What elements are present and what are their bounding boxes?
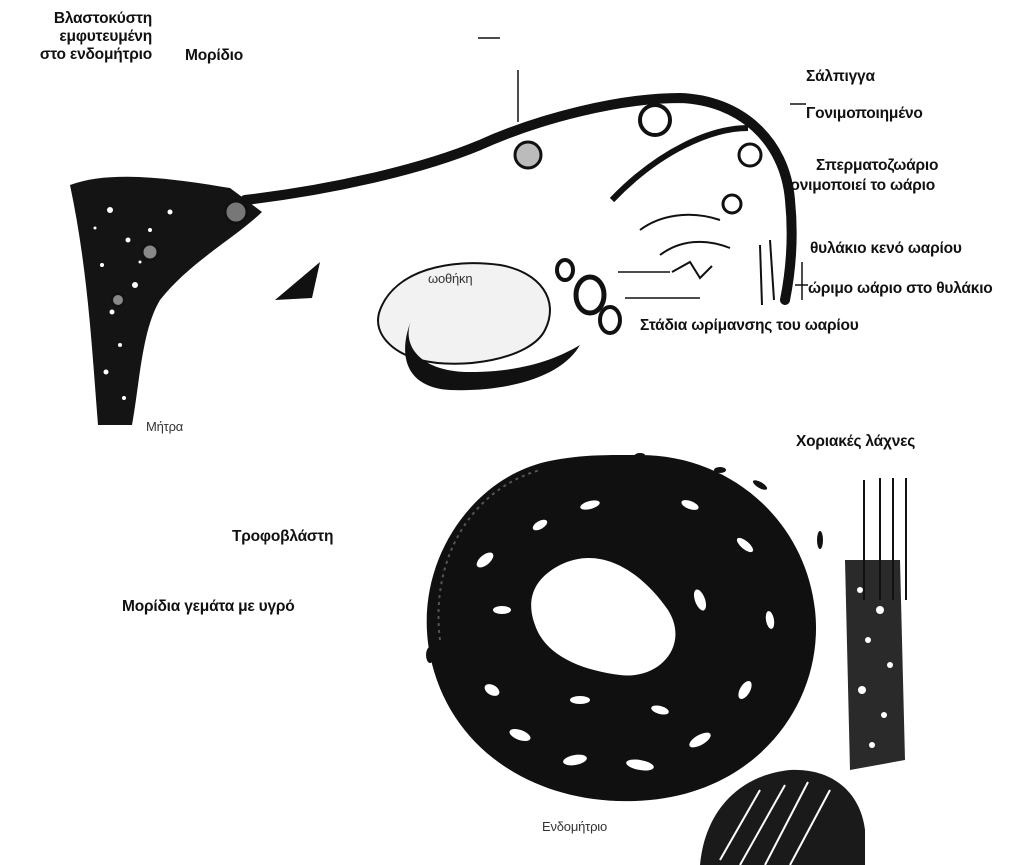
fertilized-egg [640,105,670,135]
sperm-label-line2: γονιμοποιεί το ωάριο [782,177,935,194]
egg-cell [739,144,761,166]
morula-label: Μορίδιο [185,47,243,64]
blastocyst-section-diagram [426,453,906,865]
follicle [600,307,620,333]
trophoblast-label: Τροφοβλάστη [232,528,333,545]
endometrium-label: Ενδομήτριο [542,818,607,835]
blastocyst-label-line2: εμφυτευμένη [59,28,152,45]
blastocyst-label-line1: Βλαστοκύστη [54,10,152,27]
uterus-label: Μήτρα [146,418,183,435]
fertilized-label: Γονιμοποιημένο [806,105,923,122]
empty-follicle-label: θυλάκιο κενό ωαρίου [810,240,962,257]
tube-label: Σάλπιγγα [806,68,875,85]
follicle [557,260,573,280]
blastocyst-embedded [112,294,124,306]
follicle [576,277,604,313]
blastocyst-label-line3: στο ενδομήτριο [40,46,152,63]
ovary-label: ωοθήκη [428,270,472,287]
sperm-label-line1: Σπερματοζωάριο [816,157,938,174]
uterus-tube-diagram [70,38,808,425]
chorionic-villi-label: Χοριακές λάχνες [796,433,915,450]
morula-fluid-label: Μορίδια γεμάτα με υγρό [122,598,295,615]
tube-inner-curve [612,128,748,200]
blastocyst-embedded [142,244,158,260]
ligament [275,262,320,300]
maturation-label: Στάδια ωρίμανσης του ωαρίου [640,317,859,334]
sperm-egg [723,195,741,213]
chorionic-villi [845,478,906,770]
mature-egg-label: ώριμο ωάριο στο θυλάκιο [808,280,993,297]
fimbriae [640,215,774,305]
morula-cell [515,142,541,168]
